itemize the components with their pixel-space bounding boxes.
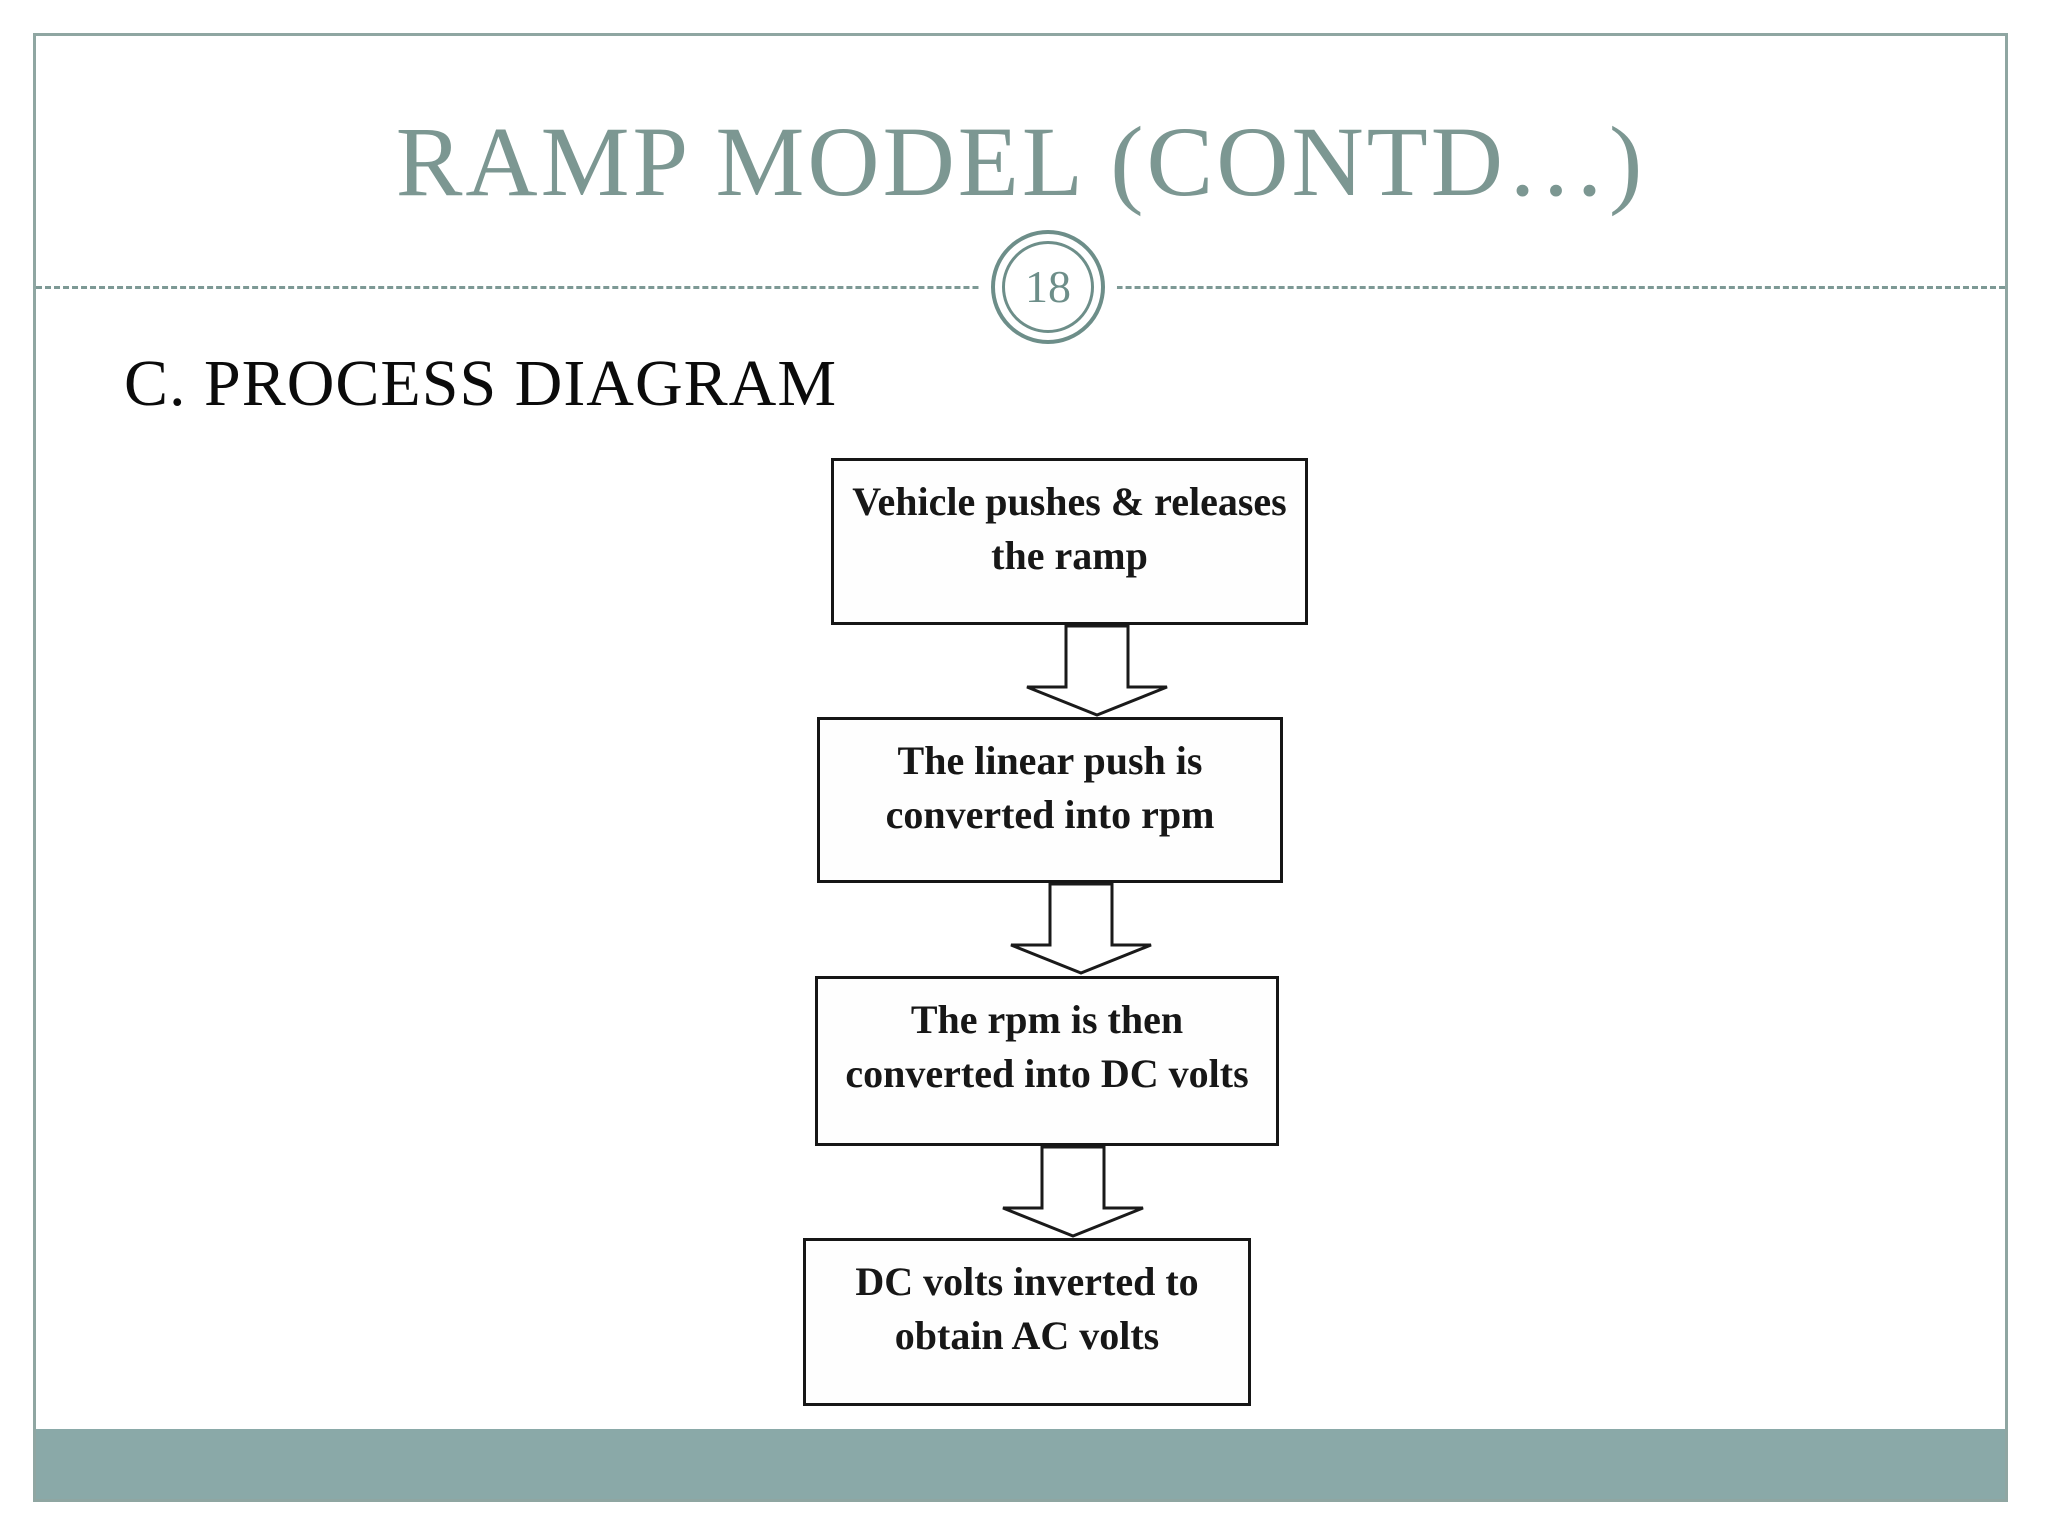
down-arrow-icon <box>1002 1146 1144 1238</box>
slide-title: RAMP MODEL (CONTD…) <box>395 106 1646 217</box>
slide-frame: RAMP MODEL (CONTD…) 18 C. PROCESS DIAGRA… <box>33 33 2008 1502</box>
flow-step-3-label: The rpm is then converted into DC volts <box>845 997 1249 1096</box>
page-number: 18 <box>1025 261 1071 312</box>
flow-step-4-label: DC volts inverted to obtain AC volts <box>855 1259 1199 1358</box>
page-number-badge: 18 <box>991 230 1105 344</box>
flow-step-2: The linear push is converted into rpm <box>817 717 1283 883</box>
page-number-inner-ring: 18 <box>1002 241 1094 333</box>
process-flowchart: Vehicle pushes & releases the ramp The l… <box>36 36 2005 1499</box>
flow-step-1-label: Vehicle pushes & releases the ramp <box>852 479 1287 578</box>
flow-step-2-label: The linear push is converted into rpm <box>885 738 1215 837</box>
flow-step-4: DC volts inverted to obtain AC volts <box>803 1238 1251 1406</box>
section-heading: C. PROCESS DIAGRAM <box>124 347 837 420</box>
down-arrow-icon <box>1026 625 1168 717</box>
down-arrow-icon <box>1010 883 1152 975</box>
flow-step-3: The rpm is then converted into DC volts <box>815 976 1279 1146</box>
footer-bar <box>36 1429 2005 1499</box>
flow-step-1: Vehicle pushes & releases the ramp <box>831 458 1308 625</box>
